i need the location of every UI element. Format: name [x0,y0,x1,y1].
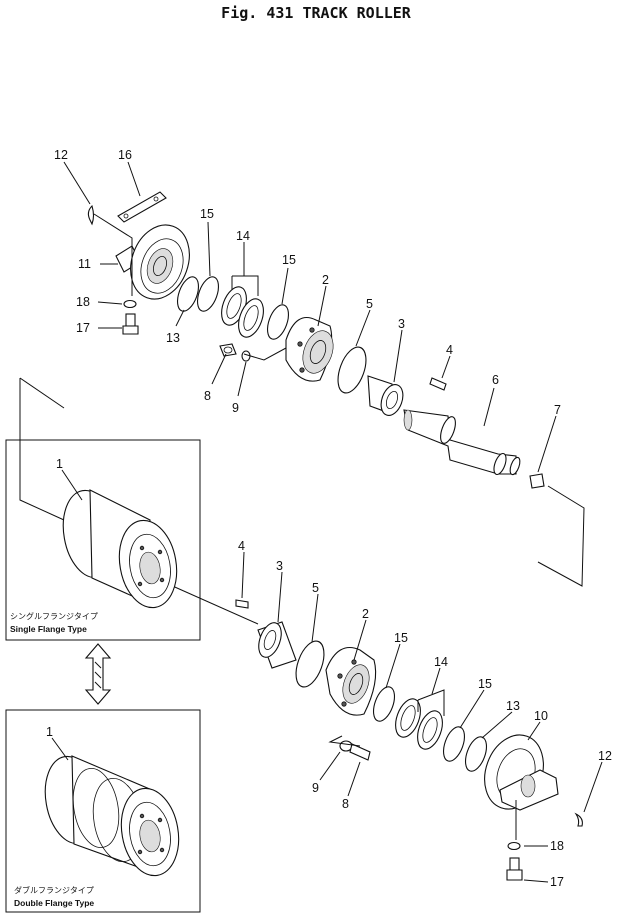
double-arrow-icon [84,643,112,705]
callout-leaders [51,161,603,883]
washer-18-lower [507,841,521,851]
floating-seal-14-lower [395,698,443,750]
cover-2-upper [285,316,334,382]
callout-12-lower: 12 [598,749,612,763]
callout-2-upper: 2 [322,273,329,287]
callout-4-upper: 4 [446,343,453,357]
callout-7: 7 [554,403,561,417]
cotter-pin-12 [87,204,95,226]
callout-15a-lower: 15 [394,631,408,645]
double-flange-caption-en: Double Flange Type [14,898,94,908]
collar-10 [484,734,559,811]
figure-title: Fig. 431 TRACK ROLLER [221,4,412,22]
bolt-8-upper [219,343,237,357]
callout-5-lower: 5 [312,581,319,595]
callout-9-upper: 9 [232,401,239,415]
o-ring-15b-upper [266,304,290,340]
bolt-17-lower [506,857,523,881]
callout-15b-upper: 15 [282,253,296,267]
cover-2-lower [325,646,377,716]
callout-12-upper: 12 [54,148,68,162]
pin-4-lower [235,599,249,609]
callout-16: 16 [118,148,132,162]
callout-18-lower: 18 [550,839,564,853]
callout-17-lower: 17 [550,875,564,889]
callout-15a-upper: 15 [200,207,214,221]
washer-9-upper [241,350,251,362]
bushing-3-upper [367,375,404,416]
callout-3-upper: 3 [398,317,405,331]
single-flange-roller [62,489,178,609]
lock-plate-16 [117,191,167,223]
callout-3-lower: 3 [276,559,283,573]
washer-18-upper [123,299,137,309]
o-ring-15b-lower [442,726,466,762]
callout-5-upper: 5 [366,297,373,311]
o-ring-5-lower [295,640,325,688]
shaft-6 [403,409,521,476]
o-ring-15a-lower [372,686,396,722]
double-flange-caption-jp: ダブルフランジタイプ [14,885,94,895]
o-ring-15a-upper [196,276,220,312]
callout-8-lower: 8 [342,797,349,811]
double-flange-panel: ダブルフランジタイプ Double Flange Type [5,709,201,913]
plug-7 [529,473,545,489]
callout-8-upper: 8 [204,389,211,403]
callout-17-upper: 17 [76,321,90,335]
o-ring-13-upper [176,276,200,312]
o-ring-13-lower [464,736,488,772]
upper-assembly [87,191,585,587]
callout-10: 10 [534,709,548,723]
callout-18-upper: 18 [76,295,90,309]
cotter-pin-12-lower [574,812,583,827]
callout-13-lower: 13 [506,699,520,713]
callout-1-double: 1 [46,725,53,739]
callout-1-single: 1 [56,457,63,471]
callout-14-lower: 14 [434,655,448,669]
lower-assembly [235,599,583,881]
callout-14-upper: 14 [236,229,250,243]
callout-13-upper: 13 [166,331,180,345]
double-flange-roller [44,755,180,877]
callout-9-lower: 9 [312,781,319,795]
callout-2-lower: 2 [362,607,369,621]
single-flange-caption-en: Single Flange Type [10,624,87,634]
callout-4-lower: 4 [238,539,245,553]
callout-15b-lower: 15 [478,677,492,691]
pin-4-upper [429,377,447,391]
callout-6: 6 [492,373,499,387]
single-flange-panel: シングルフランジタイプ Single Flange Type [5,377,259,641]
collar-11 [115,224,190,300]
o-ring-5-upper [337,346,367,394]
bushing-3-lower [257,621,297,669]
single-flange-caption-jp: シングルフランジタイプ [10,611,98,621]
callout-numbers: 12 16 11 18 17 13 15 14 15 2 5 3 4 6 7 8… [46,148,612,889]
callout-11: 11 [78,257,91,271]
bolt-17-upper [122,313,139,335]
floating-seal-14-upper [221,286,264,338]
